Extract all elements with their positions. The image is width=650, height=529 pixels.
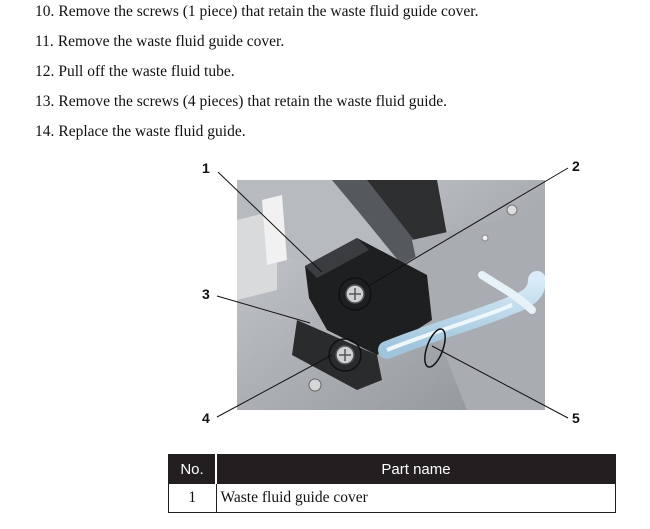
step-text: Replace the waste fluid guide. bbox=[58, 123, 246, 140]
column-header-no: No. bbox=[168, 454, 217, 484]
callout-number-5: 5 bbox=[572, 410, 580, 426]
step-text: Pull off the waste fluid tube. bbox=[58, 63, 235, 80]
step-text: Remove the waste fluid guide cover. bbox=[57, 33, 285, 50]
step-13: 13.Remove the screws (4 pieces) that ret… bbox=[35, 92, 447, 112]
step-number: 12. bbox=[35, 63, 55, 80]
column-header-part-name: Part name bbox=[215, 454, 616, 484]
waste-fluid-guide-photo bbox=[237, 180, 545, 410]
callout-number-3: 3 bbox=[202, 286, 210, 302]
parts-table: No. Part name 1 Waste fluid guide cover bbox=[168, 454, 616, 513]
part-name-cell: Waste fluid guide cover bbox=[215, 483, 616, 513]
step-number: 11. bbox=[35, 33, 54, 50]
step-number: 14. bbox=[35, 123, 55, 140]
step-12: 12.Pull off the waste fluid tube. bbox=[35, 62, 235, 82]
step-11: 11.Remove the waste fluid guide cover. bbox=[35, 32, 284, 52]
callout-number-4: 4 bbox=[202, 410, 210, 426]
step-text: Remove the screws (4 pieces) that retain… bbox=[58, 93, 448, 110]
step-14: 14.Replace the waste fluid guide. bbox=[35, 122, 246, 142]
part-number-cell: 1 bbox=[168, 483, 217, 513]
step-text: Remove the screws (1 piece) that retain … bbox=[58, 3, 479, 20]
step-number: 10. bbox=[35, 3, 55, 20]
step-number: 13. bbox=[35, 93, 55, 110]
callout-number-1: 1 bbox=[202, 160, 210, 176]
parts-table-header-row: No. Part name bbox=[168, 454, 616, 484]
table-row: 1 Waste fluid guide cover bbox=[168, 483, 616, 513]
step-10: 10.Remove the screws (1 piece) that reta… bbox=[35, 2, 478, 22]
callout-number-2: 2 bbox=[572, 158, 580, 174]
